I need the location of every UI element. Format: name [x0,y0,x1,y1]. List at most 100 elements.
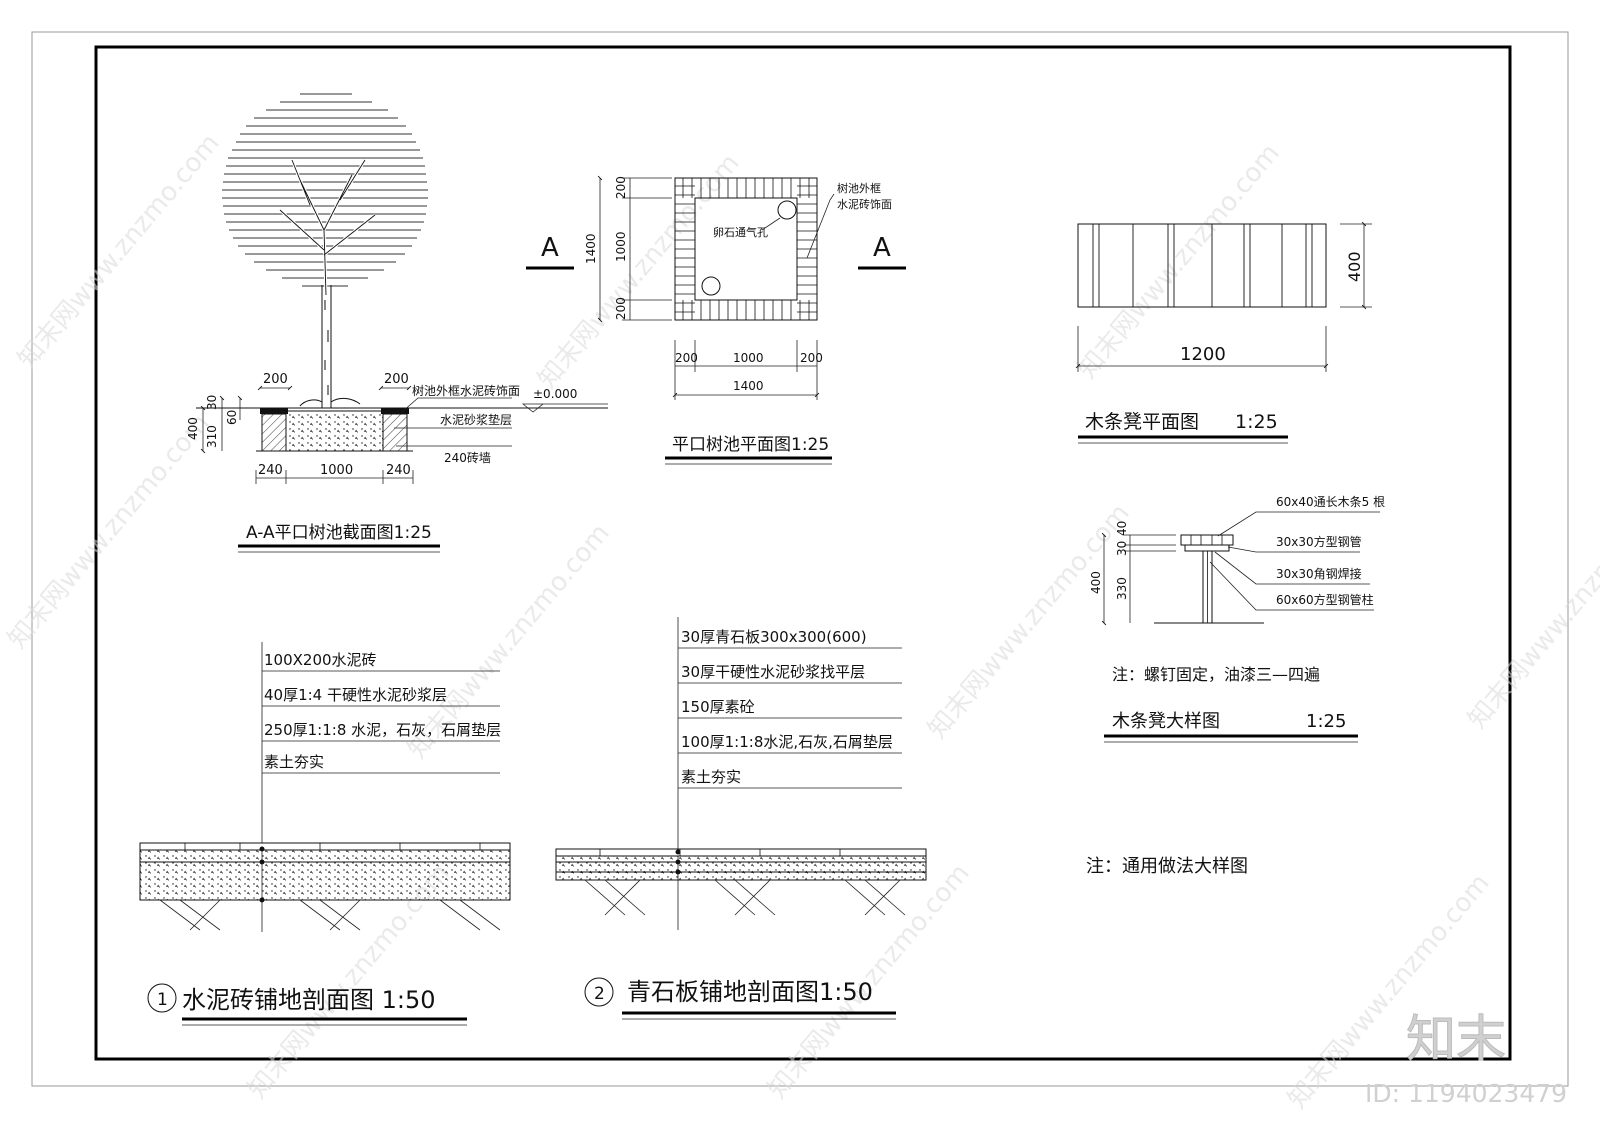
concrete-layer [555,861,927,873]
dim-text: 1000 [733,351,764,365]
dim-text: 30 [205,395,219,410]
root-mound [299,397,361,407]
dim-text: 200 [614,297,628,320]
section-mark-left: A [541,233,559,263]
dim-text: 200 [800,351,823,365]
paving-2-title: 青石板铺地剖面图1:50 [627,978,873,1006]
brick-wall-left [261,413,287,452]
elevation-symbol [521,403,608,413]
leader-line [806,193,835,259]
layer-text: 素土夯实 [264,753,324,771]
dim-text: 200 [384,372,409,387]
brand-logo: 知末 [1406,1010,1506,1068]
bench-detail-title: 木条凳大样图 [1112,711,1220,732]
paving-section-1: 100X200水泥砖 40厚1:4 干硬性水泥砂浆层 250厚1:1:8 水泥，… [139,642,511,1026]
frame-cap-left [260,408,288,414]
layer-text: 30厚干硬性水泥砂浆找平层 [681,663,865,681]
dim-text: 240 [386,463,411,478]
tree-trunk [321,285,332,408]
bedding-layer [139,861,511,901]
section-number-circle [147,983,177,1013]
dim-text: 200 [614,176,628,199]
dim-text: 60 [225,410,239,425]
watermark-text: 知末网www.znzmo.com [1462,488,1600,734]
brick-wall-right [382,413,408,452]
label-steel-tube: 30x30方型钢管 [1276,534,1362,549]
vent-hole [777,200,797,220]
dim-text: 200 [263,372,288,387]
dim-text: 310 [205,425,219,448]
general-note: 注：通用做法大样图 [1086,856,1248,877]
label-mortar: 水泥砂浆垫层 [440,412,512,427]
label-slats: 60x40通长木条5 根 [1276,495,1385,509]
tree-branches [278,159,376,296]
watermark-text: 知末网www.znzmo.com [2,408,215,654]
bench-note: 注：螺钉固定，油漆三—四遍 [1112,665,1320,684]
layer-text: 100厚1:1:8水泥,石灰,石屑垫层 [681,733,893,751]
compacted-soil [584,879,906,916]
bench-detail-scale: 1:25 [1306,711,1346,732]
layer-text: 100X200水泥砖 [264,651,377,669]
paving-bricks [139,842,511,851]
section-aa-title: A-A平口树池截面图1:25 [246,523,432,543]
bedding-layer [555,871,927,881]
leader-line [1209,561,1374,611]
label-steel-column: 60x60方型钢管柱 [1276,592,1374,607]
leader-line [761,217,781,231]
leader-line [401,397,512,413]
label-frame-1: 树池外框 [837,181,881,195]
bench-plan-scale: 1:25 [1235,411,1278,433]
dim-text: 1000 [320,463,353,478]
dim-text: 1000 [614,231,628,262]
vent-hole [701,276,721,296]
bench-plan: 400 1200 木条凳平面图 1:25 [1075,221,1372,444]
slat-joints [1190,535,1223,545]
brick-pattern [675,178,817,320]
outer-border [31,31,1569,1087]
bench-top [1077,223,1327,308]
bench-slats-section [1180,534,1234,546]
watermark-text: 知末网www.znzmo.com [12,128,225,374]
layer-text: 150厚素砼 [681,698,755,716]
frame-cap-right [381,408,409,414]
layer-text: 30厚青石板300x300(600) [681,628,867,646]
section-number: 1 [157,990,168,1010]
tree-plan-title: 平口树池平面图1:25 [672,435,829,455]
tree-canopy [222,93,428,287]
drawing-frame [94,45,1512,1061]
dim-text: 40 [1115,521,1129,536]
compacted-soil [159,899,501,931]
mortar-layer [139,849,511,863]
section-number-circle [584,977,614,1007]
watermark-text: 知末网www.znzmo.com [1282,868,1495,1114]
paving-1-title: 水泥砖铺地剖面图 1:50 [182,986,436,1014]
tree-branches [279,159,376,296]
watermark-text: 知末网www.znzmo.com [1072,138,1285,384]
dim-text: 1400 [584,233,598,264]
bench-plan-title: 木条凳平面图 [1085,411,1199,433]
leader-line [1227,546,1360,553]
bench-slats [1092,224,1313,307]
pit-soil [285,410,384,452]
dim-text: 30 [1115,541,1129,556]
layer-text: 250厚1:1:8 水泥，石灰，石屑垫层 [264,721,501,739]
id-label: ID: 1194023479 [1365,1079,1567,1108]
label-angle-steel: 30x30角钢焊接 [1276,566,1362,581]
label-vent: 卵石通气孔 [713,225,768,239]
section-aa: 200 200 400 310 30 60 240 1000 240 ±0.00… [186,93,608,553]
layer-text: 40厚1:4 干硬性水泥砂浆层 [264,686,447,704]
layer-text: 素土夯实 [681,768,741,786]
dim-text: 400 [1345,251,1364,282]
pit-inner [694,197,798,301]
dim-text: 240 [258,463,283,478]
dim-text: 1400 [733,379,764,393]
section-mark-right: A [873,233,891,263]
label-frame: 树池外框水泥砖饰面 [412,383,520,398]
label-brick-wall: 240砖墙 [444,450,491,465]
paving-section-2: 30厚青石板300x300(600) 30厚干硬性水泥砂浆找平层 150厚素砼 … [555,617,927,1020]
bench-detail: 40 30 330 400 60x40通长木条5 根 30x30方型钢管 30x… [1089,495,1385,743]
mortar-layer [555,855,927,863]
elevation-text: ±0.000 [533,387,577,401]
watermark-text: 知末网www.znzmo.com [532,148,745,394]
